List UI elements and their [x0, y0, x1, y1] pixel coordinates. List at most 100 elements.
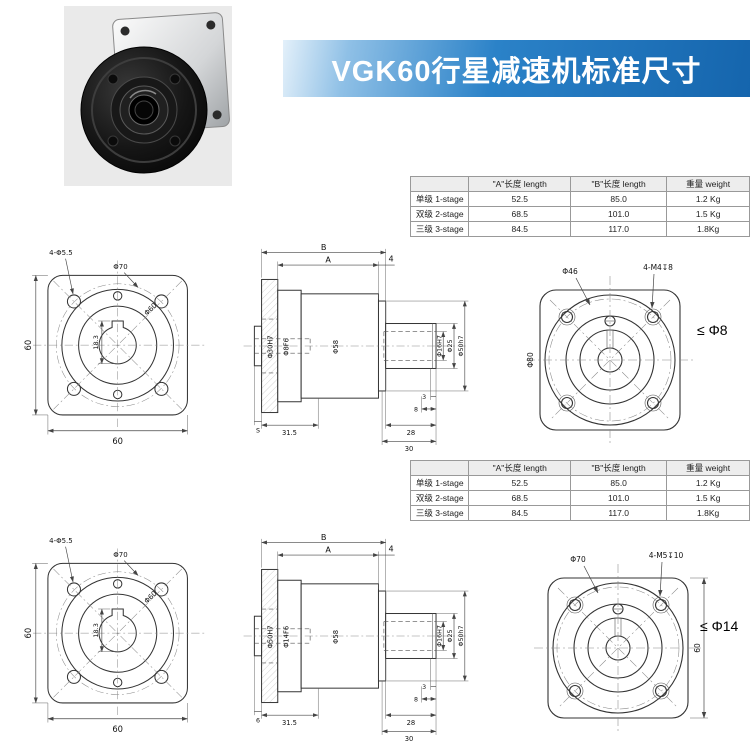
- stage-cell: 双级 2-stage: [409, 490, 470, 506]
- dimensions: Φ70 4-M5↧10 60: [570, 551, 708, 719]
- label-shaft-dia: Φ25: [447, 340, 454, 353]
- dim-groove: 3: [422, 394, 426, 401]
- dim-flange-width: 60: [112, 436, 123, 446]
- back-view-row1: Φ46 4-M4↧8 Φ80: [526, 263, 694, 444]
- centerlines: [33, 260, 207, 430]
- stage-cell: 双级 2-stage: [409, 206, 470, 222]
- dim-shaft-length: 28: [407, 429, 416, 437]
- dim-keyway-height: 18.3: [92, 335, 100, 349]
- front-view-row1: 60 60 18.3 Φ70 4-Φ5.5 Φ60: [23, 249, 207, 446]
- weight-cell: 1.2 Kg: [666, 475, 750, 491]
- dim-flange-length: 31.5: [282, 719, 297, 727]
- label-screw-callout: 4-M5↧10: [649, 551, 684, 560]
- label-shaft-dia: Φ25: [447, 630, 454, 643]
- table-row: 三级 3-stage 84.5 117.0 1.8Kg: [409, 505, 750, 521]
- b-cell: 117.0: [570, 505, 668, 521]
- label-bolt-circle: Φ70: [113, 551, 127, 559]
- header-b-length: "B"长度 length: [570, 460, 668, 476]
- centerlines: [534, 564, 702, 732]
- dim-shaft-length: 28: [407, 719, 416, 727]
- dim-step: 8: [414, 407, 418, 414]
- table-row: 三级 3-stage 84.5 117.0 1.8Kg: [409, 221, 750, 237]
- side-view-row1: B A 4 S 31.5 28 30 3 8 Φ30H7 Φ8F6 Φ5: [243, 242, 469, 453]
- b-cell: 117.0: [570, 221, 668, 237]
- a-cell: 52.5: [468, 475, 572, 491]
- dim-output-length: 30: [405, 735, 414, 743]
- gearbox-body: [80, 46, 208, 174]
- dimensions: B A 4 6 31.5 28 30 3 8 Φ50H7 Φ14F6 Φ: [254, 532, 469, 743]
- header-a-length: "A"长度 length: [468, 176, 572, 192]
- weight-cell: 1.2 Kg: [666, 191, 750, 207]
- b-cell: 101.0: [570, 206, 668, 222]
- dim-b: B: [321, 242, 327, 252]
- centerlines: [33, 548, 207, 718]
- dim-boss-length: 6: [256, 717, 260, 724]
- table-row: 双级 2-stage 68.5 101.0 1.5 Kg: [409, 490, 750, 506]
- stage-cell: 单级 1-stage: [409, 191, 470, 207]
- label-corner-holes: 4-Φ5.5: [49, 537, 73, 545]
- dim-flange-height: 60: [23, 628, 33, 639]
- table-row: 单级 1-stage 52.5 85.0 1.2 Kg: [409, 191, 750, 207]
- dim-a: A: [325, 544, 331, 554]
- label-output-bore: Φ16H7: [436, 625, 443, 647]
- label-motor-bolt-circle: Φ70: [570, 555, 586, 564]
- dim-output-length: 30: [405, 445, 414, 453]
- dim-end4: 4: [388, 253, 393, 263]
- b-cell: 85.0: [570, 475, 668, 491]
- dim-groove: 3: [422, 684, 426, 691]
- dim-flange-width: 60: [112, 724, 123, 734]
- product-photo: [64, 6, 232, 186]
- header-stage: [409, 460, 470, 476]
- weight-cell: 1.8Kg: [666, 221, 750, 237]
- dim-a: A: [325, 254, 331, 264]
- gearbox-photo-art: [64, 6, 232, 186]
- b-cell: 101.0: [570, 490, 668, 506]
- front-view-row2: 60 60 18.3 Φ70 4-Φ5.5 Φ60: [23, 537, 207, 734]
- table-row: 单级 1-stage 52.5 85.0 1.2 Kg: [409, 475, 750, 491]
- label-side-diameter: Φ80: [526, 352, 535, 368]
- label-corner-holes: 4-Φ5.5: [49, 249, 73, 257]
- stage-cell: 三级 3-stage: [409, 221, 470, 237]
- dim-b: B: [321, 532, 327, 542]
- a-cell: 52.5: [468, 191, 572, 207]
- weight-cell: 1.5 Kg: [666, 490, 750, 506]
- stage-cell: 单级 1-stage: [409, 475, 470, 491]
- weight-cell: 1.8Kg: [666, 505, 750, 521]
- dimension-table-1: "A"长度 length "B"长度 length 重量 weight 单级 1…: [409, 176, 750, 237]
- max-input-shaft-note: ≤ Φ14: [700, 618, 739, 634]
- a-cell: 84.5: [468, 505, 572, 521]
- table-header-row: "A"长度 length "B"长度 length 重量 weight: [409, 176, 750, 192]
- dimension-table-2: "A"长度 length "B"长度 length 重量 weight 单级 1…: [409, 460, 750, 521]
- dim-end4: 4: [388, 543, 393, 553]
- label-body-dia: Φ58: [332, 630, 340, 644]
- label-motor-pilot: Φ30H7: [266, 335, 274, 358]
- dim-boss-length: S: [256, 427, 260, 434]
- label-pilot-dia: Φ50h7: [458, 336, 465, 357]
- header-b-length: "B"长度 length: [570, 176, 668, 192]
- dim-keyway-height: 18.3: [92, 623, 100, 637]
- dim-flange-height: 60: [693, 643, 702, 653]
- section-outline: [253, 278, 437, 414]
- header-weight: 重量 weight: [666, 176, 750, 192]
- label-body-dia: Φ58: [332, 340, 340, 354]
- page-title: VGK60行星减速机标准尺寸: [331, 55, 702, 88]
- table-row: 双级 2-stage 68.5 101.0 1.5 Kg: [409, 206, 750, 222]
- side-view-row2: B A 4 6 31.5 28 30 3 8 Φ50H7 Φ14F6 Φ: [243, 532, 469, 743]
- a-cell: 68.5: [468, 490, 572, 506]
- dimensions: Φ46 4-M4↧8 Φ80: [526, 263, 673, 368]
- header-a-length: "A"长度 length: [468, 460, 572, 476]
- max-input-shaft-note: ≤ Φ8: [697, 322, 728, 338]
- label-screw-callout: 4-M4↧8: [643, 263, 673, 272]
- dimensions: B A 4 S 31.5 28 30 3 8 Φ30H7 Φ8F6 Φ5: [254, 242, 469, 453]
- label-motor-bolt-circle: Φ46: [562, 267, 578, 276]
- header-stage: [409, 176, 470, 192]
- table-header-row: "A"长度 length "B"长度 length 重量 weight: [409, 460, 750, 476]
- title-banner: VGK60行星减速机标准尺寸: [283, 40, 750, 97]
- dim-step: 8: [414, 697, 418, 704]
- a-cell: 84.5: [468, 221, 572, 237]
- stage-cell: 三级 3-stage: [409, 505, 470, 521]
- label-output-bore: Φ16H7: [436, 335, 443, 357]
- label-input-bore: Φ8F6: [283, 338, 291, 356]
- back-view-row2: Φ70 4-M5↧10 60: [534, 551, 708, 732]
